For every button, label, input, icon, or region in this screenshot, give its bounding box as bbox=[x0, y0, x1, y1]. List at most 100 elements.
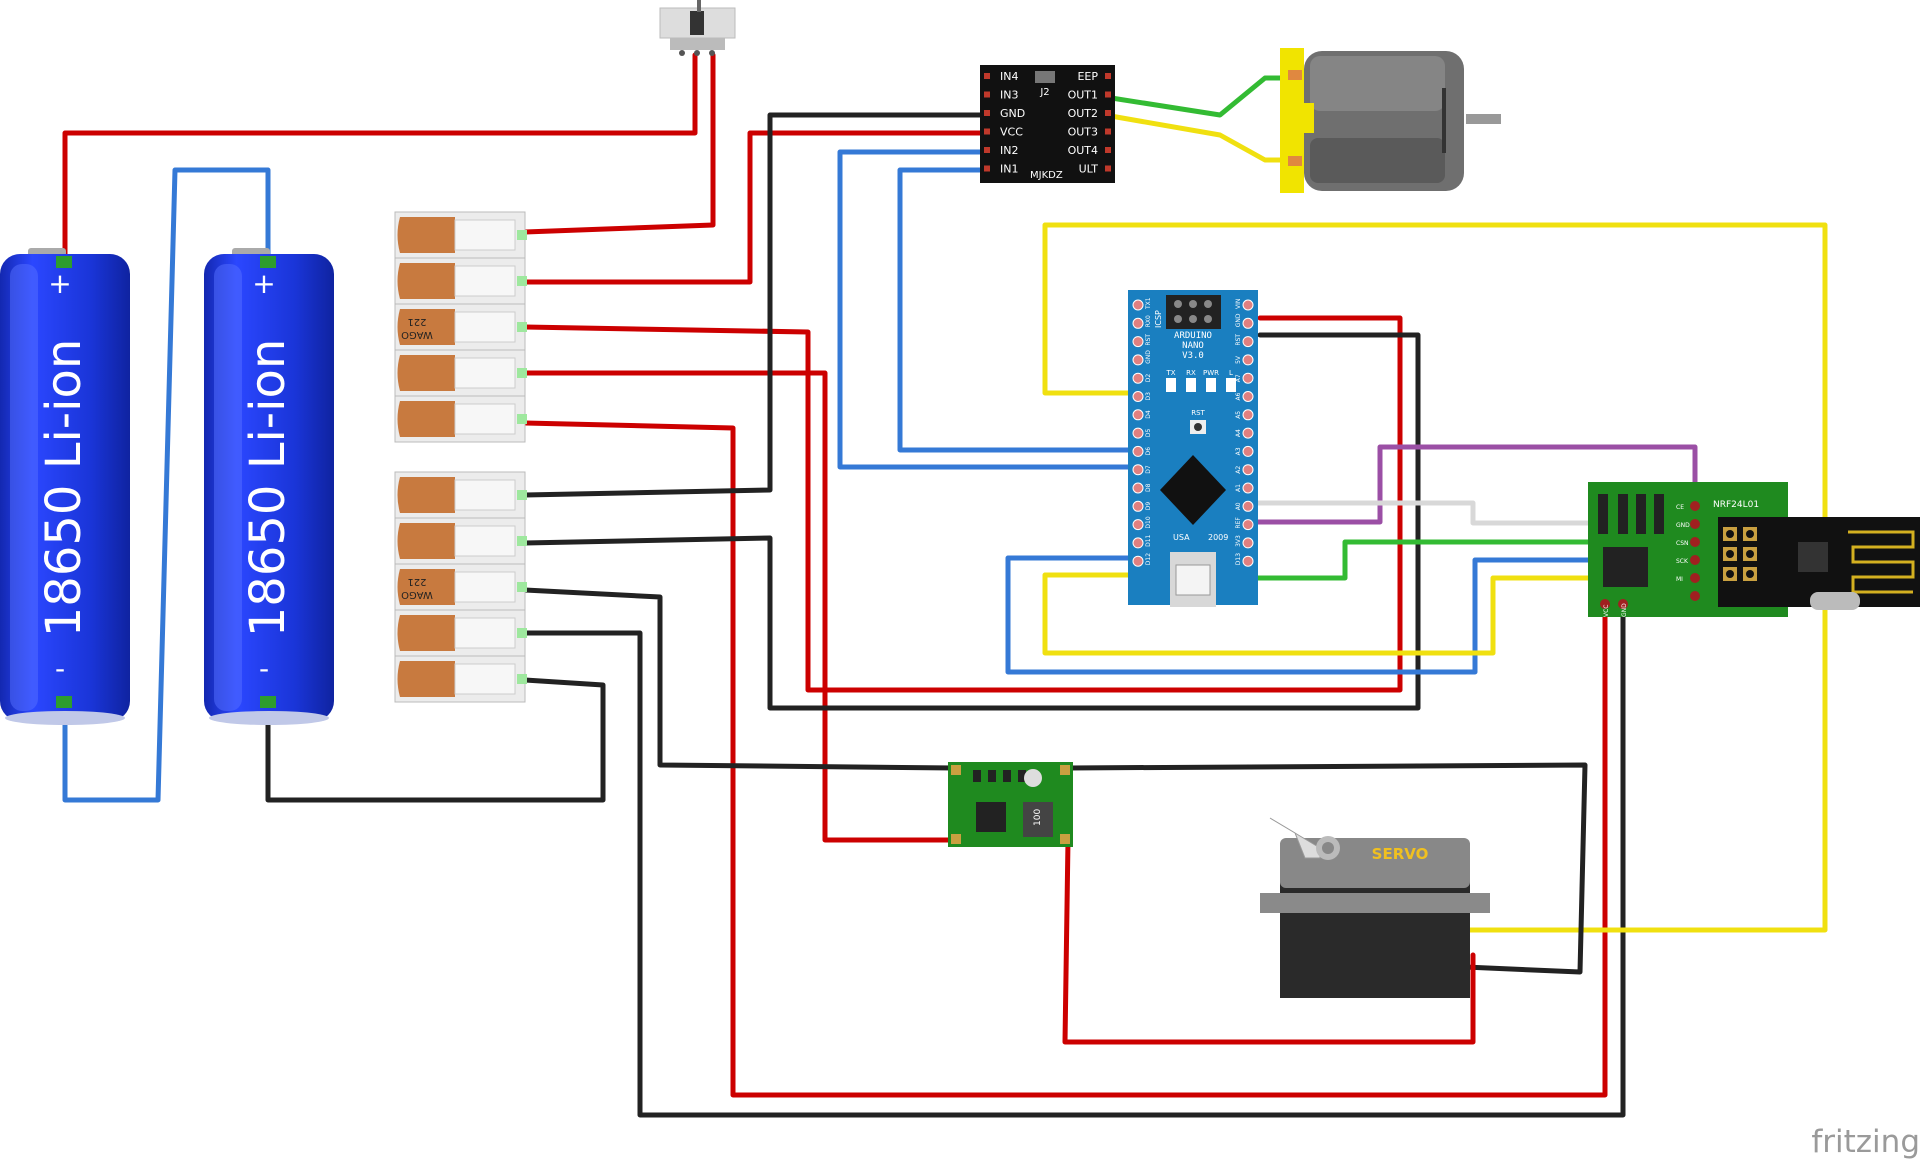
driver-pin-dot bbox=[1105, 165, 1111, 172]
wago-clamp bbox=[454, 479, 516, 511]
arduino-pin bbox=[1132, 372, 1144, 384]
nrf-bottom-pin bbox=[1618, 599, 1628, 609]
nrf-pin-label: CSN bbox=[1676, 540, 1689, 547]
nrf-label: NRF24L01 bbox=[1713, 500, 1759, 510]
arduino-pin bbox=[1132, 519, 1144, 531]
wire-white-nrf bbox=[1137, 500, 1698, 526]
arduino-pin-label: VIN bbox=[1235, 299, 1242, 309]
arduino-pin bbox=[1242, 409, 1254, 421]
wago-slot bbox=[394, 349, 527, 397]
wire-black-wago-nrf-gnd bbox=[522, 602, 1626, 1118]
arduino-pin-label: A0 bbox=[1235, 502, 1242, 510]
wago-clamp bbox=[454, 219, 516, 251]
driver-pin-label: IN3 bbox=[1000, 89, 1018, 102]
driver-pin-dot bbox=[984, 128, 990, 135]
wire-black-buck-servo bbox=[1065, 762, 1588, 975]
wire-yellow-d11-nrf bbox=[1042, 572, 1698, 656]
arduino-usa: USA bbox=[1173, 533, 1190, 542]
driver-pin-label: OUT1 bbox=[1068, 89, 1098, 102]
driver-pin-dot bbox=[984, 91, 990, 98]
wago-lever bbox=[397, 263, 455, 299]
arduino-pin bbox=[1242, 427, 1254, 439]
arduino-pin bbox=[1132, 391, 1144, 402]
driver-pin-dot bbox=[1105, 128, 1111, 135]
arduino-pin bbox=[1132, 482, 1144, 494]
arduino-pin bbox=[1132, 555, 1144, 567]
arduino-pin-label: D3 bbox=[1145, 392, 1152, 401]
wago-contact bbox=[517, 368, 527, 378]
driver-pin-dot bbox=[984, 165, 990, 172]
arduino-year: 2009 bbox=[1208, 533, 1228, 542]
arduino-pin-label: RST bbox=[1145, 334, 1152, 346]
wago-clamp bbox=[454, 311, 516, 343]
wago-contact bbox=[517, 674, 527, 684]
wago-lever bbox=[397, 217, 455, 253]
arduino-pin bbox=[1242, 354, 1254, 366]
wire-red-wago-arduino-vin bbox=[522, 315, 1403, 693]
arduino-pin-label: 5V bbox=[1235, 355, 1242, 364]
wire-blue-driver-in2 bbox=[837, 149, 1143, 470]
arduino-pin bbox=[1242, 391, 1254, 402]
arduino-pin-label: GND bbox=[1235, 313, 1242, 327]
wago-contact bbox=[517, 276, 527, 286]
arduino-pin-label: A5 bbox=[1235, 411, 1242, 419]
battery-2-plus: + bbox=[252, 267, 275, 300]
arduino-pin-label: A6 bbox=[1235, 392, 1242, 400]
arduino-pin bbox=[1132, 427, 1144, 439]
battery-2-minus: - bbox=[259, 652, 269, 685]
arduino-rst-label: RST bbox=[1191, 409, 1205, 417]
wire-red-wago-driver-vcc bbox=[522, 130, 988, 285]
driver-pin-dot bbox=[1105, 91, 1111, 98]
wago-contact bbox=[517, 490, 527, 500]
wire-purple-nrf bbox=[1137, 444, 1698, 525]
arduino-pin bbox=[1132, 500, 1144, 512]
wago-clamp bbox=[454, 663, 516, 695]
arduino-pin-label: D6 bbox=[1145, 447, 1152, 456]
driver-pin-label: OUT4 bbox=[1068, 144, 1098, 157]
nrf-bottom-label: GND bbox=[1621, 603, 1628, 617]
nrf-pin bbox=[1690, 519, 1700, 529]
driver-pin-label: ULT bbox=[1079, 163, 1099, 176]
arduino-pin-label: D12 bbox=[1145, 553, 1152, 565]
wire-black-wago-arduino-gnd bbox=[522, 332, 1421, 711]
arduino-pin bbox=[1242, 519, 1254, 531]
arduino-pin bbox=[1132, 299, 1144, 311]
arduino-pin bbox=[1242, 299, 1254, 311]
wago-contact bbox=[517, 628, 527, 638]
wago-slot bbox=[394, 655, 527, 703]
driver-pin-dot bbox=[984, 110, 990, 116]
driver-pin-label: IN1 bbox=[1000, 163, 1018, 176]
arduino-icsp: ICSP bbox=[1154, 310, 1163, 328]
wago-contact bbox=[517, 322, 527, 332]
arduino-pin bbox=[1242, 372, 1254, 384]
driver-pin-label: OUT2 bbox=[1068, 107, 1098, 120]
driver-pin-dot bbox=[984, 73, 990, 79]
wire-blue-driver-in1 bbox=[897, 167, 1143, 453]
wago-clamp bbox=[454, 525, 516, 557]
arduino-pin bbox=[1132, 354, 1144, 366]
driver-jumper-label: J2 bbox=[1039, 87, 1049, 98]
wire-green-motor bbox=[1102, 75, 1288, 118]
wago-lever bbox=[397, 661, 455, 697]
arduino-pin-label: A3 bbox=[1235, 447, 1242, 455]
wago-slot bbox=[394, 609, 527, 657]
arduino-pin-label: D11 bbox=[1145, 534, 1152, 546]
wago-lever bbox=[397, 615, 455, 651]
arduino-pin-label: GND bbox=[1145, 350, 1152, 364]
arduino-title-1: ARDUINO bbox=[1174, 331, 1212, 341]
arduino-pin-label: D13 bbox=[1235, 553, 1242, 565]
wago-contact bbox=[517, 536, 527, 546]
wire-yellow-motor bbox=[1102, 112, 1288, 163]
battery-1: + - 18650 Li-ion bbox=[0, 248, 130, 725]
wire-blue-d12-nrf bbox=[1005, 555, 1698, 675]
driver-pin-label: EEP bbox=[1077, 70, 1098, 83]
wire-red-battery-switch bbox=[62, 52, 698, 258]
wire-red-wago-buck bbox=[522, 370, 958, 843]
wago-clamp bbox=[454, 571, 516, 603]
nrf-bottom-pin bbox=[1600, 599, 1610, 609]
